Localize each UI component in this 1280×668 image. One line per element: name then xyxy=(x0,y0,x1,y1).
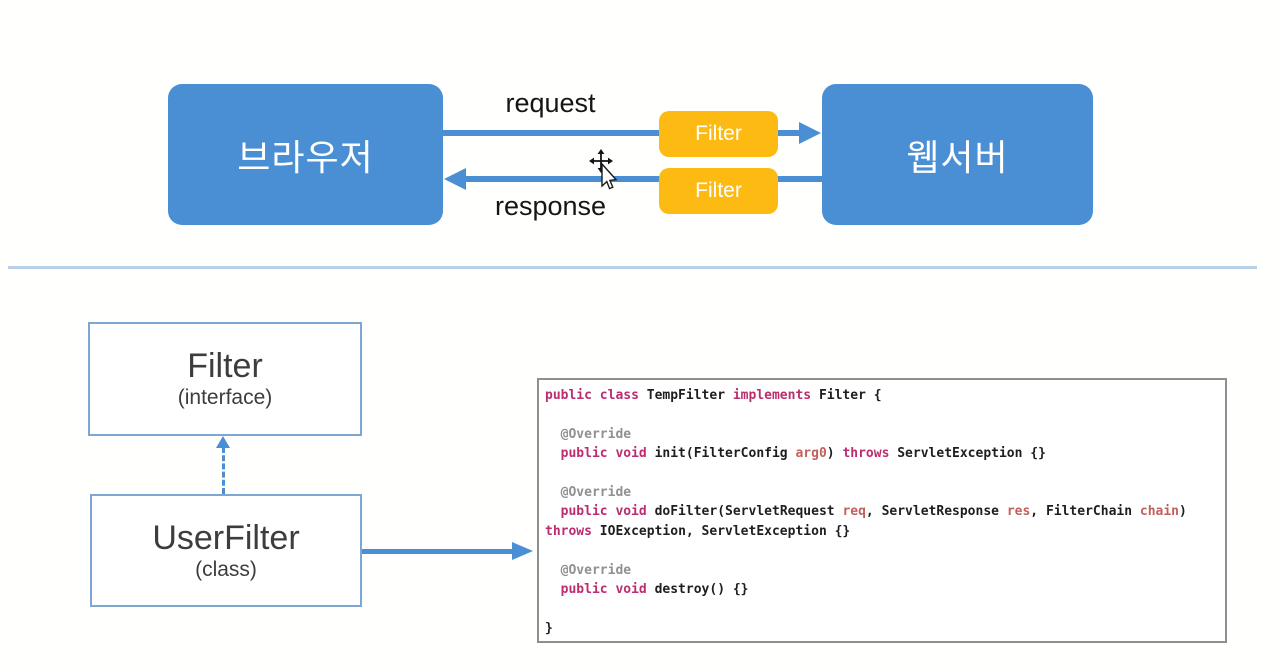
code-line xyxy=(545,405,1219,424)
code-line: public void init(FilterConfig arg0) thro… xyxy=(560,446,1046,462)
browser-node: 브라우저 xyxy=(168,84,443,225)
response-label: response xyxy=(494,191,607,221)
code-line: @Override xyxy=(545,562,632,578)
code-line: @Override xyxy=(545,426,632,442)
request-arrow-line xyxy=(443,130,803,136)
filter-interface-title: Filter xyxy=(187,347,263,385)
code-line: } xyxy=(545,620,553,636)
response-arrow-line xyxy=(460,176,822,182)
code-line xyxy=(545,464,1219,483)
filter-interface-box: Filter (interface) xyxy=(88,322,362,436)
webserver-node-label: 웹서버 xyxy=(906,136,1009,178)
filter-interface-subtitle: (interface) xyxy=(177,386,273,409)
code-line xyxy=(545,541,1219,560)
association-arrow-head xyxy=(512,542,533,560)
request-label: request xyxy=(505,88,596,118)
response-arrow-head xyxy=(444,168,466,190)
code-line: public void doFilter(ServletRequest req,… xyxy=(560,504,1187,520)
move-cursor-icon xyxy=(586,148,622,201)
section-divider xyxy=(8,266,1257,269)
userfilter-class-box: UserFilter (class) xyxy=(90,494,362,607)
filter-badge-request: Filter xyxy=(659,111,778,157)
userfilter-class-subtitle: (class) xyxy=(195,557,257,581)
code-line xyxy=(545,599,1219,618)
userfilter-class-title: UserFilter xyxy=(152,518,300,557)
implements-arrow-line xyxy=(222,447,225,494)
code-block: public class TempFilter implements Filte… xyxy=(539,380,1225,638)
webserver-node: 웹서버 xyxy=(822,84,1093,225)
code-line: public class TempFilter implements Filte… xyxy=(545,388,882,403)
code-line: @Override xyxy=(545,485,632,501)
request-arrow-head xyxy=(799,122,821,144)
code-line: throws IOException, ServletException {} xyxy=(545,523,851,539)
association-arrow-line xyxy=(362,549,514,554)
browser-node-label: 브라우저 xyxy=(237,136,374,178)
code-panel: public class TempFilter implements Filte… xyxy=(537,378,1227,643)
code-line: public void destroy() {} xyxy=(560,582,749,598)
implements-arrow-head xyxy=(216,436,230,448)
filter-badge-request-label: Filter xyxy=(695,122,742,145)
filter-badge-response-label: Filter xyxy=(695,179,742,202)
filter-badge-response: Filter xyxy=(659,168,778,214)
